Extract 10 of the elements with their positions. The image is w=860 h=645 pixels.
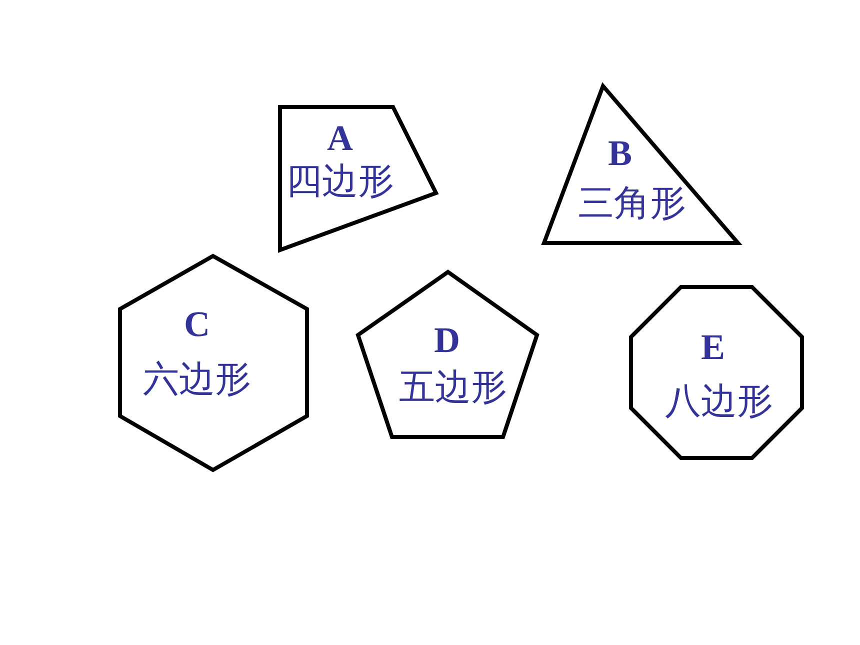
shape-letter: B	[608, 135, 632, 171]
shape-letter: D	[434, 322, 460, 358]
shape-name-label: 六边形	[143, 362, 251, 398]
shape-letter: C	[184, 306, 210, 342]
shape-name-label: 八边形	[665, 384, 773, 420]
shape-name-label: 四边形	[286, 164, 394, 200]
shape-name-label: 五边形	[399, 370, 507, 406]
shape-name-label: 三角形	[578, 186, 686, 222]
shape-letter: E	[701, 329, 725, 365]
shape-letter: A	[327, 120, 353, 156]
